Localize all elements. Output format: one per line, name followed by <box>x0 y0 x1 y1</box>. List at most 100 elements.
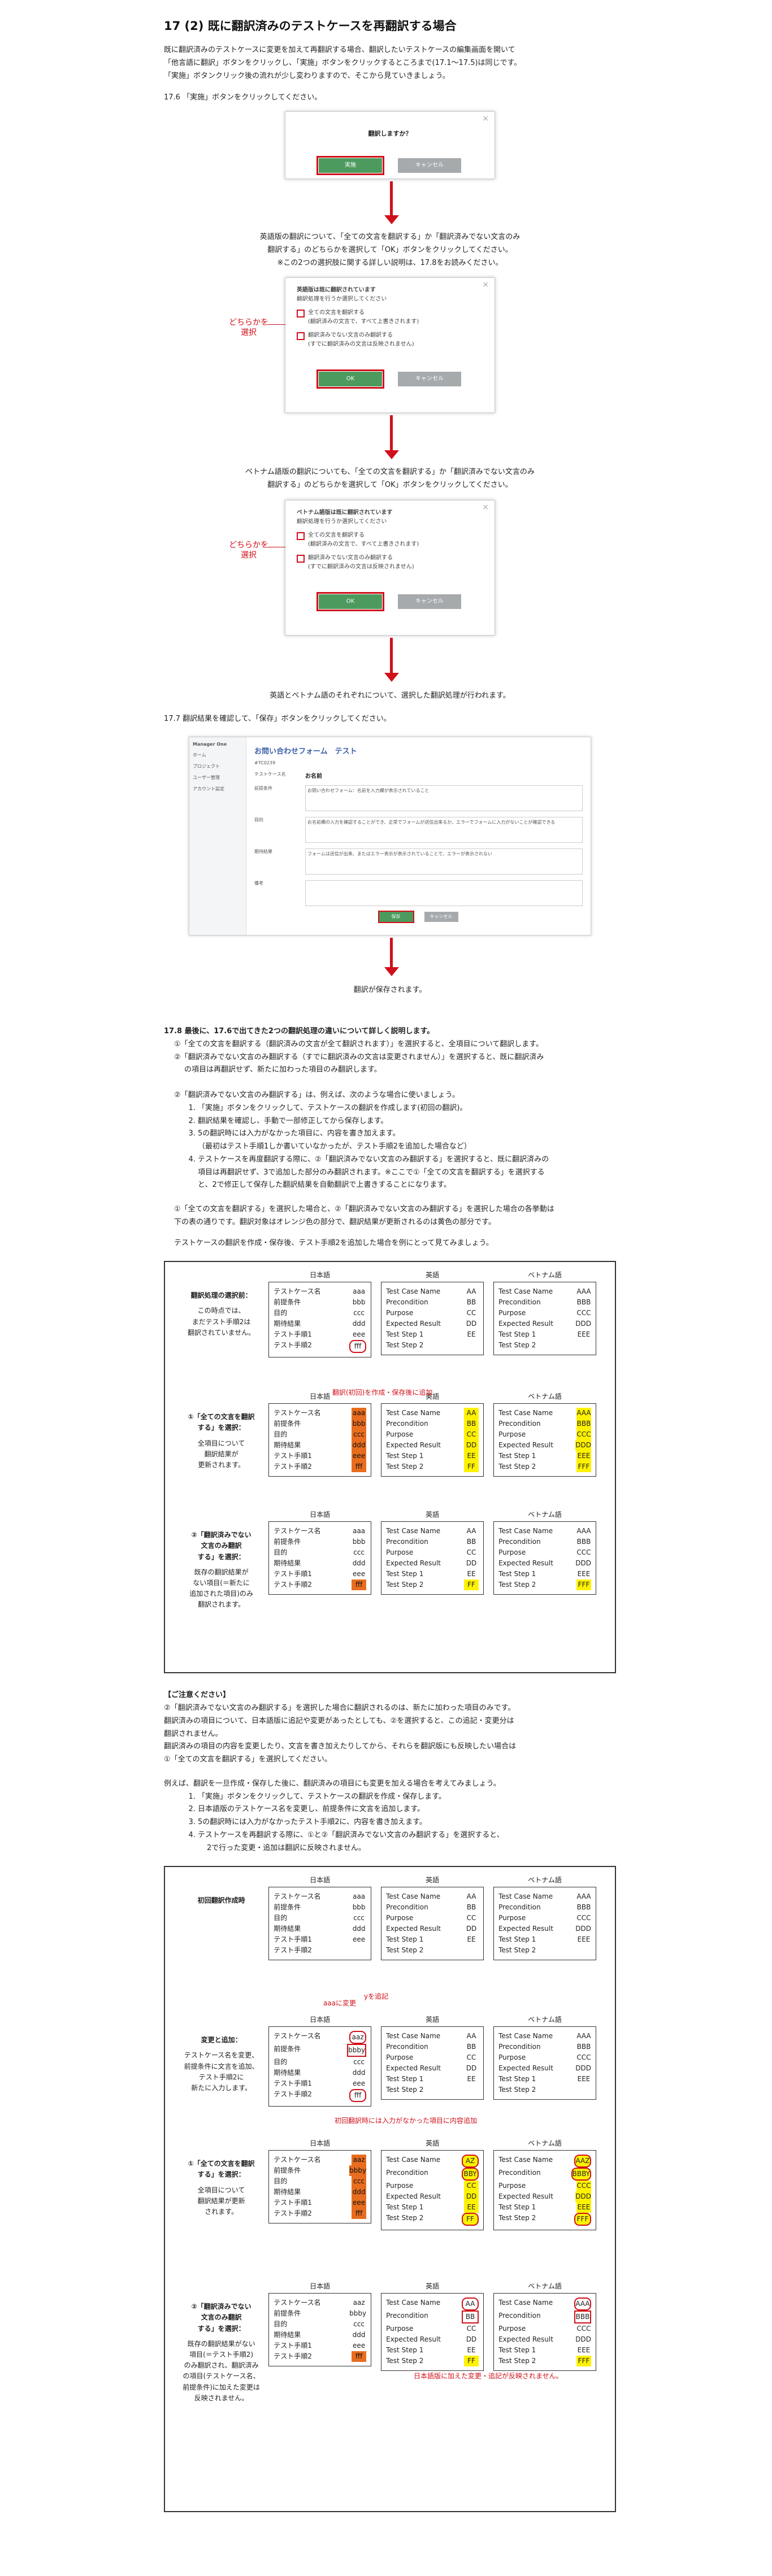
sidebar-item[interactable]: プロジェクト <box>193 764 220 769</box>
field-key: テスト手順1 <box>274 1570 312 1578</box>
remarks-field[interactable] <box>305 880 583 907</box>
field-key: 前提条件 <box>274 1538 301 1546</box>
field-value: BBB <box>576 1538 591 1546</box>
field-key: テスト手順2 <box>274 1341 312 1350</box>
option-label: 翻訳済みでない文言のみ翻訳する <box>308 332 393 339</box>
dialog-heading: 英語版は既に翻訳されています <box>297 287 376 294</box>
row-label: ②「翻訳済みでない 文言のみ翻訳 する」を選択：既存の翻訳結果が ない項目(＝新… <box>174 1509 268 1610</box>
cancel-button[interactable]: キャンセル <box>398 158 461 173</box>
red-annotation: aaaに変更 <box>323 1999 357 2008</box>
field-key: Test Step 2 <box>386 2214 424 2222</box>
precondition-field[interactable]: お問い合わせフォーム：名前を入力欄が表示されていること <box>305 785 583 812</box>
row-label-title: ②「翻訳済みでない 文言のみ翻訳 する」を選択： <box>191 1531 251 1561</box>
option-label: 全ての文言を翻訳する <box>308 532 365 538</box>
field-value: eee <box>352 2198 367 2209</box>
ok-button[interactable]: OK <box>316 591 384 611</box>
field-key: Precondition <box>498 2043 541 2051</box>
field-key: Test Step 1 <box>498 2075 536 2083</box>
field-value: BB <box>462 2310 479 2324</box>
text-line: ベトナム語版の翻訳についても、「全ての文言を翻訳する」か「翻訳済みでない文言のみ <box>245 468 535 477</box>
field-key: 目的 <box>274 1914 288 1922</box>
case-name-value[interactable]: お名前 <box>305 773 322 780</box>
field-key: Purpose <box>498 1548 526 1557</box>
field-key: Expected Result <box>386 1441 441 1450</box>
option-note: (翻訳済みの文言で、すべて上書きされます) <box>308 541 419 547</box>
cancel-button[interactable]: キャンセル <box>398 594 461 609</box>
field-key: Purpose <box>386 1430 414 1439</box>
purpose-field[interactable]: お名前欄の入力を確認することができ、正常でフォームが送信出来るか、エラーでフォー… <box>305 817 583 843</box>
save-button[interactable]: 保存 <box>378 911 414 924</box>
row-label-title: ①「全ての文言を翻訳 する」を選択： <box>188 2160 255 2179</box>
field-label: 期待結果 <box>254 849 272 855</box>
field-key: Precondition <box>386 1538 428 1546</box>
field-value: aaa <box>353 1527 366 1535</box>
field-key: Test Case Name <box>498 2032 553 2040</box>
row-label: ②「翻訳済みでない 文言のみ翻訳 する」を選択：既存の翻訳結果がない 項目(＝テ… <box>174 2281 268 2404</box>
field-value: FFF <box>576 2356 591 2367</box>
column-heading: 日本語 <box>310 2016 331 2024</box>
sidebar-item[interactable]: ユーザー管理 <box>193 775 220 781</box>
option-translate-all[interactable]: 全ての文言を翻訳する(翻訳済みの文言で、すべて上書きされます) <box>297 308 483 327</box>
option-translate-untranslated[interactable]: 翻訳済みでない文言のみ翻訳する(すでに翻訳済みの文言は反映されません) <box>297 554 483 572</box>
field-key: 期待結果 <box>274 2069 301 2077</box>
checkbox-icon[interactable] <box>297 532 305 540</box>
row-label-desc: 既存の翻訳結果がない 項目(＝テスト手順2) のみ翻訳され、翻訳済み の項目(テ… <box>183 2339 260 2402</box>
option-note: (すでに翻訳済みの文言は反映されません) <box>308 563 414 570</box>
checkbox-icon[interactable] <box>297 310 305 318</box>
column-heading: 英語 <box>426 2282 440 2291</box>
option-note: (翻訳済みの文言で、すべて上書きされます) <box>308 319 419 325</box>
checkbox-icon[interactable] <box>297 332 305 341</box>
cancel-button[interactable]: キャンセル <box>424 912 458 923</box>
field-value: DD <box>466 1925 477 1933</box>
expected-result-field[interactable]: フォームは送信が出来、またはエラー表示が表示されていることで、エラーが表示されな… <box>305 848 583 875</box>
sidebar-item[interactable]: アカウント設定 <box>193 786 224 792</box>
text-line: 翻訳済みの項目の内容を変更したり、文言を書き加えたりしてから、それらを翻訳版にも… <box>164 1742 517 1751</box>
close-icon[interactable]: × <box>482 280 489 290</box>
field-value: fff <box>352 2208 367 2220</box>
field-value: DD <box>466 1559 477 1568</box>
choose-either-annotation: どちらかを 選択 <box>229 540 268 560</box>
text-line: 翻訳されません。 <box>164 1729 223 1738</box>
column-heading: 英語 <box>426 1511 440 1519</box>
field-key: Test Case Name <box>386 1527 441 1535</box>
field-value: eee <box>353 2342 366 2350</box>
field-row: Test Step 2 <box>498 1945 591 1956</box>
form-row: 前提条件お問い合わせフォーム：名前を入力欄が表示されていること <box>254 785 583 812</box>
field-key: Test Step 2 <box>386 2357 424 2365</box>
field-value: AA <box>464 1408 479 1419</box>
field-key: テスト手順1 <box>274 1935 312 1944</box>
option-translate-all[interactable]: 全ての文言を翻訳する (翻訳済みの文言で、すべて上書きされます) <box>297 531 483 549</box>
sidebar-item[interactable]: ホーム <box>193 752 206 758</box>
execute-button[interactable]: 実施 <box>316 156 384 175</box>
checkbox-icon[interactable] <box>297 554 305 563</box>
close-icon[interactable]: × <box>482 502 489 512</box>
field-key: Test Step 2 <box>386 1463 424 1471</box>
field-key: Test Step 2 <box>386 1341 424 1350</box>
text-line: （最初はテスト手順1しか書いていなかったが、テスト手順2を追加した場合など） <box>198 1142 471 1151</box>
document-page: 17 (2) 既に翻訳済みのテストケースを再翻訳する場合 既に翻訳済みのテストケ… <box>164 17 616 2523</box>
option-translate-untranslated[interactable]: 翻訳済みでない文言のみ翻訳する(すでに翻訳済みの文言は反映されません) <box>297 331 483 349</box>
ok-button[interactable]: OK <box>316 369 384 389</box>
field-key: Test Step 1 <box>386 1330 424 1339</box>
field-value: EE <box>467 2075 476 2083</box>
cancel-button[interactable]: キャンセル <box>398 372 461 387</box>
row-label-title: 翻訳処理の選択前： <box>190 1291 252 1300</box>
field-value: FFF <box>574 2213 591 2226</box>
close-icon[interactable]: × <box>482 114 489 123</box>
